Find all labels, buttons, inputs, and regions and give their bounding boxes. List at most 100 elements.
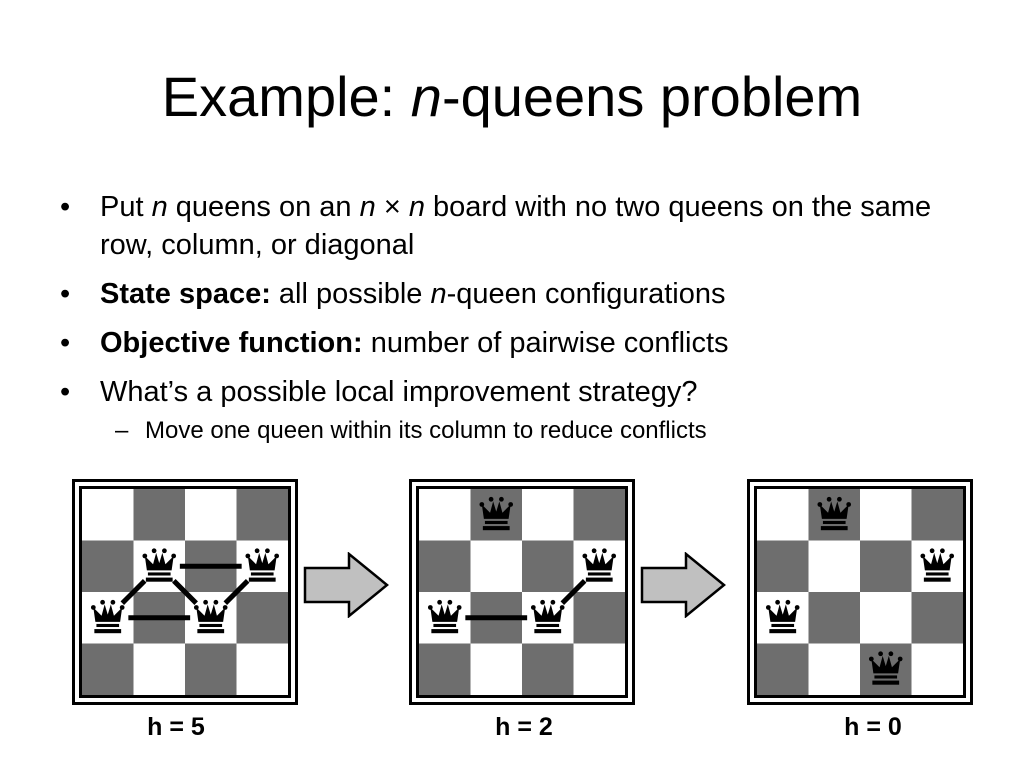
bullet-text: Objective function: number of pairwise c…: [100, 327, 729, 359]
right-arrow-icon: [303, 552, 389, 618]
sub-bullet-text: Move one queen within its column to redu…: [145, 417, 707, 444]
dark-square: [133, 489, 185, 541]
sub-bullet-item: – Move one queen within its column to re…: [60, 416, 960, 446]
conflict-line: [560, 579, 587, 605]
conflict-line: [120, 579, 147, 605]
title-suffix: -queens problem: [441, 65, 863, 128]
board-label: h = 5: [147, 713, 205, 741]
dark-square: [236, 592, 288, 644]
queen-icon: [530, 599, 565, 634]
bullet-text: Put n queens on an n × n board with no t…: [100, 191, 931, 261]
text-segment: all possible: [270, 278, 431, 310]
board-label: h = 2: [495, 713, 553, 741]
text-segment-bold: Objective function:: [100, 327, 363, 359]
title-prefix: Example:: [161, 65, 411, 128]
light-square: [808, 540, 860, 592]
title-italic-n: n: [410, 65, 442, 128]
board-frame: [72, 479, 298, 705]
queen-icon: [817, 496, 852, 531]
light-square: [419, 489, 471, 541]
light-square: [470, 540, 522, 592]
bullet-item: • Objective function: number of pairwise…: [60, 324, 960, 362]
conflict-line: [172, 579, 198, 605]
dark-square: [573, 489, 625, 541]
dark-square: [522, 643, 574, 695]
bullet-marker: •: [60, 376, 71, 408]
chessboard: [419, 489, 625, 695]
dark-square: [82, 643, 134, 695]
board-inner: [416, 486, 628, 698]
conflict-line: [223, 579, 250, 605]
light-square: [522, 489, 574, 541]
light-square: [808, 643, 860, 695]
light-square: [757, 489, 809, 541]
queen-icon: [90, 599, 125, 634]
board-h2: [409, 479, 635, 705]
dark-square: [185, 643, 237, 695]
queen-icon: [479, 496, 514, 531]
bullet-text: State space: all possible n-queen config…: [100, 278, 726, 310]
queen-icon: [245, 548, 280, 582]
dark-square: [911, 592, 963, 644]
board-h5: [72, 479, 298, 705]
dark-square: [522, 540, 574, 592]
queen-icon: [920, 548, 955, 582]
text-segment: Put: [100, 191, 152, 223]
light-square: [133, 643, 185, 695]
light-square: [82, 489, 134, 541]
slide-title: Example: n-queens problem: [0, 62, 1024, 132]
board-h0: [747, 479, 973, 705]
dark-square: [82, 540, 134, 592]
bullet-marker: •: [60, 278, 71, 310]
bullet-item: • What’s a possible local improvement st…: [60, 373, 960, 411]
bullet-list: • Put n queens on an n × n board with no…: [60, 188, 960, 446]
light-square: [911, 643, 963, 695]
light-square: [236, 643, 288, 695]
light-square: [470, 643, 522, 695]
bullet-item: • Put n queens on an n × n board with no…: [60, 188, 960, 264]
dark-square: [573, 592, 625, 644]
light-square: [860, 592, 912, 644]
text-segment-italic: n: [430, 278, 447, 310]
board-label: h = 0: [844, 713, 902, 741]
dark-square: [757, 540, 809, 592]
chessboard: [757, 489, 963, 695]
dark-square: [808, 592, 860, 644]
queen-icon: [868, 651, 903, 685]
chessboard: [82, 489, 288, 695]
text-segment-italic: n: [359, 191, 376, 223]
queen-icon: [193, 599, 228, 634]
queen-icon: [142, 548, 177, 582]
board-inner: [79, 486, 291, 698]
text-segment: board with no two queens on the same row…: [100, 191, 932, 261]
board-inner: [754, 486, 966, 698]
text-segment: number of pairwise conflicts: [362, 327, 729, 359]
text-segment: -queen configurations: [446, 278, 726, 310]
bullet-item: • State space: all possible n-queen conf…: [60, 275, 960, 313]
text-segment: What’s a possible local improvement stra…: [100, 376, 698, 408]
dark-square: [236, 489, 288, 541]
dark-square: [860, 540, 912, 592]
text-segment-bold: State space:: [100, 278, 271, 310]
board-frame: [747, 479, 973, 705]
text-segment-italic: n: [151, 191, 168, 223]
queen-icon: [765, 599, 800, 634]
light-square: [860, 489, 912, 541]
board-frame: [409, 479, 635, 705]
right-arrow-icon: [640, 552, 726, 618]
dark-square: [419, 540, 471, 592]
queen-icon: [427, 599, 462, 634]
bullet-text: What’s a possible local improvement stra…: [100, 376, 697, 408]
dark-square: [419, 643, 471, 695]
text-segment: queens on an: [167, 191, 360, 223]
sub-bullet-marker: –: [115, 417, 129, 444]
text-segment-italic: n: [408, 191, 425, 223]
text-segment: ×: [375, 191, 409, 223]
bullet-marker: •: [60, 327, 71, 359]
bullet-marker: •: [60, 191, 71, 223]
light-square: [573, 643, 625, 695]
dark-square: [911, 489, 963, 541]
queen-icon: [582, 548, 617, 582]
dark-square: [757, 643, 809, 695]
light-square: [185, 489, 237, 541]
